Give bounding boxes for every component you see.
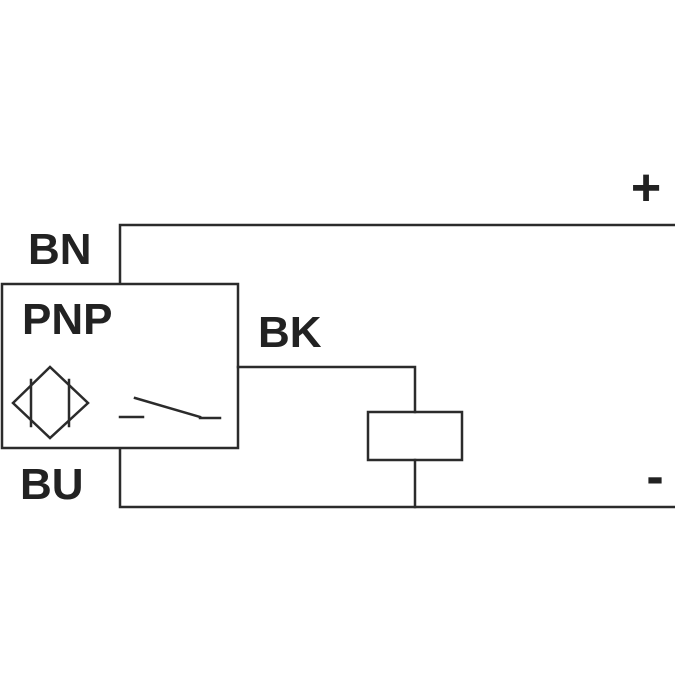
black-wire <box>236 365 417 414</box>
black-wire-label: BK <box>258 308 322 357</box>
load-resistor-icon <box>366 410 464 462</box>
sensor-type-label: PNP <box>22 295 112 344</box>
switch-contact-icon <box>118 396 222 420</box>
positive-supply-label: + <box>631 159 661 217</box>
brown-wire <box>118 223 675 285</box>
blue-wire-label: BU <box>20 460 84 509</box>
inductive-sensor-icon <box>11 365 90 440</box>
brown-wire-label: BN <box>28 225 92 274</box>
negative-supply-label: - <box>646 448 663 506</box>
blue-wire <box>118 447 675 509</box>
